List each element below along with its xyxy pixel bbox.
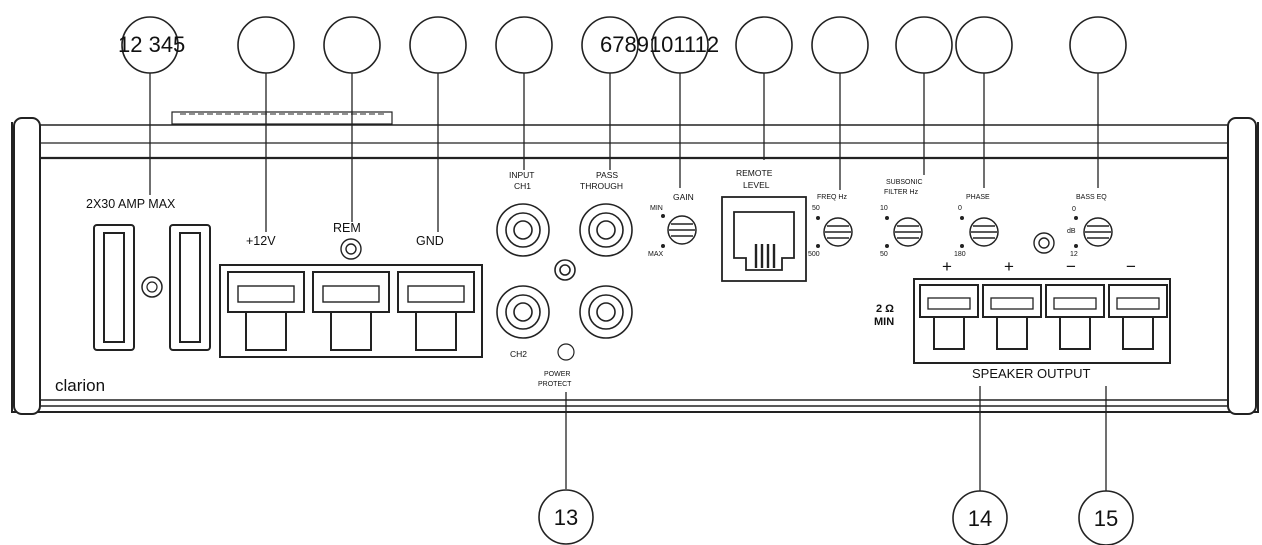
- fuse-slots: [93, 224, 211, 351]
- label-protect: PROTECT: [538, 381, 572, 388]
- brand-logo-text: clarion: [55, 376, 105, 395]
- label-sub-lo: 10: [880, 205, 888, 212]
- callout-circle-12: [1069, 16, 1127, 74]
- label-rem: REM: [333, 221, 361, 235]
- rem-led: [340, 238, 362, 260]
- label-input: INPUT: [509, 170, 535, 180]
- label-remote: REMOTE: [736, 168, 773, 178]
- callout-number-15: 15: [1094, 506, 1118, 531]
- callout-circle-15: [1078, 490, 1134, 545]
- label-freq-hi: 500: [808, 251, 820, 258]
- callout-text-group-b: 6789101112: [600, 32, 719, 57]
- chassis: [11, 111, 1259, 415]
- callout-text-group-a: 12 345: [118, 32, 185, 57]
- label-through: THROUGH: [580, 181, 623, 191]
- label-freq: FREQ Hz: [817, 194, 847, 201]
- label-minus-1: −: [1066, 257, 1076, 276]
- label-bass-eq: BASS EQ: [1076, 194, 1107, 201]
- callout-number-14: 14: [968, 506, 992, 531]
- top-leader-lines: [149, 73, 1099, 232]
- label-bass-hi: 12: [1070, 251, 1078, 258]
- remote-level-port: [721, 196, 807, 282]
- subsonic-knob: [893, 217, 923, 247]
- callout-circle-2: [237, 16, 295, 74]
- bass-eq-knob: [1083, 217, 1113, 247]
- bottom-leader-lines: [565, 386, 1107, 492]
- label-level: LEVEL: [743, 180, 770, 190]
- callout-circle-13: [538, 489, 594, 545]
- label-ch1: CH1: [514, 181, 531, 191]
- callout-circle-5: [495, 16, 553, 74]
- label-phase-lo: 0: [958, 205, 962, 212]
- fuse-label: 2X30 AMP MAX: [86, 197, 176, 211]
- callout-circle-14: [952, 490, 1008, 545]
- label-filter: FILTER Hz: [884, 189, 919, 196]
- label-sub-hi: 50: [880, 251, 888, 258]
- freq-knob: [823, 217, 853, 247]
- label-ohm: 2 Ω: [876, 303, 894, 315]
- label-pass: PASS: [596, 170, 618, 180]
- bottom-callout-circles: [538, 489, 1134, 545]
- callout-circle-3: [323, 16, 381, 74]
- speaker-terminal-block: [913, 278, 1171, 364]
- label-plus-1: +: [942, 257, 952, 276]
- status-led: [1033, 232, 1055, 254]
- phase-knob: [969, 217, 999, 247]
- label-gnd: GND: [416, 234, 444, 248]
- callout-circle-10: [895, 16, 953, 74]
- callout-number-13: 13: [554, 505, 578, 530]
- label-phase-hi: 180: [954, 251, 966, 258]
- label-freq-lo: 50: [812, 205, 820, 212]
- callout-circle-8: [735, 16, 793, 74]
- label-gain-max: MAX: [648, 251, 664, 258]
- label-subsonic: SUBSONIC: [886, 179, 923, 186]
- label-plus-2: +: [1004, 257, 1014, 276]
- label-bass-lo: 0: [1072, 206, 1076, 213]
- callout-circle-9: [811, 16, 869, 74]
- gain-knob: [667, 215, 697, 245]
- callout-circle-11: [955, 16, 1013, 74]
- power-terminal-block: [219, 264, 483, 358]
- label-12v: +12V: [246, 234, 276, 248]
- label-ohm-min: MIN: [874, 316, 894, 328]
- label-gain-min: MIN: [650, 205, 663, 212]
- top-callout-circles: [121, 16, 1127, 74]
- label-gain: GAIN: [673, 192, 694, 202]
- label-bass-db: dB: [1067, 228, 1076, 235]
- label-phase: PHASE: [966, 194, 990, 201]
- label-ch2: CH2: [510, 349, 527, 359]
- label-speaker-output: SPEAKER OUTPUT: [972, 366, 1091, 381]
- rca-jacks: [496, 203, 633, 361]
- callout-circle-4: [409, 16, 467, 74]
- label-minus-2: −: [1126, 257, 1136, 276]
- label-power: POWER: [544, 371, 570, 378]
